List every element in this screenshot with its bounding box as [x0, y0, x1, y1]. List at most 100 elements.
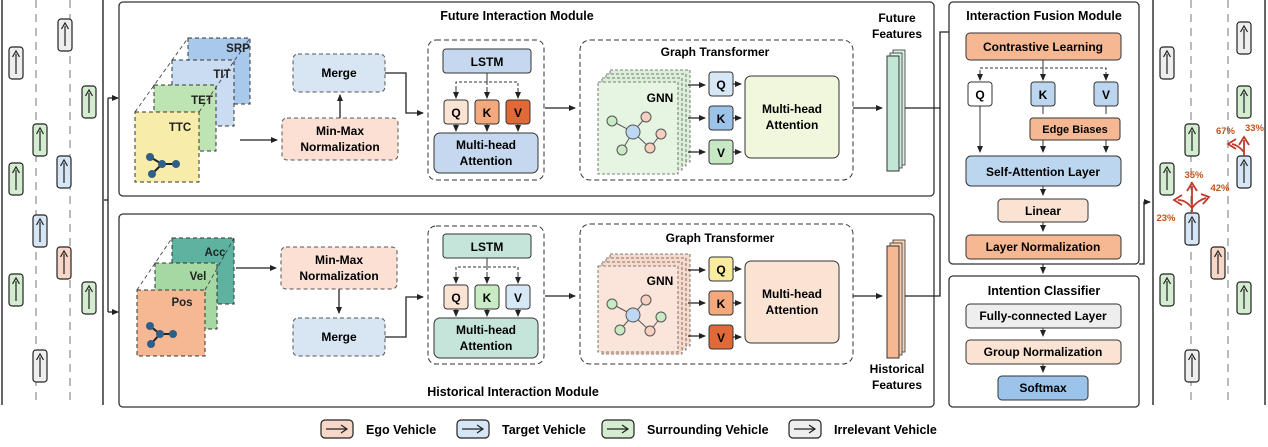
vehicle-irrelevant: [1159, 46, 1175, 80]
vehicle-surrounding: [1159, 273, 1175, 307]
gt-k-label: K: [717, 112, 726, 126]
prob-label: 42%: [1210, 183, 1230, 194]
legend-label-target: Target Vehicle: [502, 423, 586, 437]
future-features-label: Features: [872, 27, 922, 41]
vehicle-surrounding: [1159, 162, 1175, 196]
layer-norm-label: Layer Normalization: [986, 240, 1101, 254]
legend-item-ego: Ego Vehicle: [320, 419, 436, 439]
vehicle-target: [1236, 155, 1252, 189]
minmax-label: Normalization: [300, 140, 379, 154]
legend: Ego Vehicle Target Vehicle Surrounding V…: [320, 419, 937, 439]
lstm-label: LSTM: [471, 55, 504, 69]
vehicle-target: [56, 155, 72, 189]
gt-mha-label: Multi-head: [762, 102, 822, 116]
vehicle-target: [1184, 212, 1200, 246]
self-attention-label: Self-Attention Layer: [986, 165, 1100, 179]
feature-label-srp: SRP: [226, 43, 250, 55]
intention-classifier: Intention Classifier Fully-connected Lay…: [948, 275, 1140, 408]
future-features-label: Future: [878, 11, 916, 25]
mha-label: Attention: [460, 339, 513, 353]
vehicle-ego: [1210, 246, 1226, 280]
lstm-label: LSTM: [471, 240, 504, 254]
linear-label: Linear: [1025, 204, 1061, 218]
fc-layer-label: Fully-connected Layer: [979, 309, 1107, 323]
historical-features-label: Features: [872, 378, 922, 392]
gt-q-label: Q: [716, 263, 725, 277]
gt-q-label: Q: [716, 78, 725, 92]
left-road-scene: [1, 0, 104, 405]
prob-label: 35%: [1184, 170, 1204, 181]
contrastive-learning-label: Contrastive Learning: [983, 40, 1103, 54]
merge-box: [292, 53, 386, 93]
historical-features-tensor: [886, 239, 906, 359]
legend-label-surrounding: Surrounding Vehicle: [647, 423, 769, 437]
gt-mha-label: Multi-head: [762, 287, 822, 301]
vehicle-irrelevant: [57, 18, 73, 52]
vehicle-surrounding: [8, 273, 24, 307]
right-road-scene: 67% 33% 35% 42% 23%: [1152, 0, 1266, 405]
historical-interaction-module: Historical Interaction Module Acc Vel Po…: [118, 213, 935, 408]
k-label: K: [483, 291, 492, 305]
prob-label: 23%: [1156, 213, 1176, 224]
edge-biases-label: Edge Biases: [1042, 124, 1107, 136]
vehicle-surrounding: [8, 162, 24, 196]
q-label: Q: [451, 291, 460, 305]
graph-icon: [146, 153, 180, 178]
future-interaction-module: Future Interaction Module SRP TIT TET TT…: [118, 1, 935, 197]
historical-module-title: Historical Interaction Module: [427, 385, 599, 399]
gnn-label: GNN: [647, 91, 674, 105]
edge-biases-box: [1029, 117, 1121, 141]
merge-box: [292, 317, 386, 357]
gt-mha-box: [744, 260, 840, 344]
gt-k-label: K: [717, 297, 726, 311]
gt-mha-box: [744, 75, 840, 159]
fusion-q-label: Q: [975, 88, 984, 102]
feature-label-ttc: TTC: [169, 122, 191, 134]
mha-box: [433, 132, 539, 174]
feature-label-acc: Acc: [204, 247, 226, 259]
vehicle-ego: [56, 246, 72, 280]
mha-label: Attention: [460, 154, 513, 168]
softmax-box: [997, 375, 1089, 401]
legend-label-irrelevant: Irrelevant Vehicle: [834, 423, 937, 437]
feature-label-tet: TET: [191, 95, 213, 107]
group-norm-label: Group Normalization: [984, 345, 1103, 359]
mha-label: Multi-head: [456, 138, 516, 152]
mha-box: [433, 317, 539, 359]
merge-label: Merge: [321, 330, 357, 344]
mha-label: Multi-head: [456, 323, 516, 337]
legend-label-ego: Ego Vehicle: [366, 423, 436, 437]
vehicle-irrelevant: [1184, 349, 1200, 383]
minmax-label: Min-Max: [315, 253, 363, 267]
gt-v-label: V: [717, 146, 725, 160]
vehicle-irrelevant: [32, 349, 48, 383]
graph-icon: [146, 322, 177, 348]
fusion-v-label: V: [1102, 88, 1110, 102]
prob-label: 67%: [1216, 126, 1236, 137]
gt-v-label: V: [717, 331, 725, 345]
q-label: Q: [451, 106, 460, 120]
vehicle-surrounding: [32, 123, 48, 157]
minmax-label: Min-Max: [316, 124, 364, 138]
merge-label: Merge: [321, 66, 357, 80]
vehicle-irrelevant: [1236, 21, 1252, 55]
feature-label-vel: Vel: [190, 271, 207, 283]
feature-label-tit: TIT: [213, 69, 230, 81]
v-label: V: [514, 291, 522, 305]
vehicle-surrounding: [81, 281, 97, 315]
gnn-graph-icon: [606, 294, 667, 337]
minmax-label: Normalization: [299, 269, 378, 283]
fusion-k-label: K: [1039, 88, 1048, 102]
interaction-fusion-module: Interaction Fusion Module Contrastive Le…: [948, 1, 1140, 265]
feature-label-pos: Pos: [171, 297, 192, 309]
vehicle-surrounding: [1236, 85, 1252, 119]
k-label: K: [483, 106, 492, 120]
legend-item-target: Target Vehicle: [456, 419, 586, 439]
prob-label: 33%: [1245, 123, 1265, 134]
gt-mha-label: Attention: [766, 118, 819, 132]
historical-feature-stack: Acc Vel Pos: [136, 237, 235, 357]
legend-item-surrounding: Surrounding Vehicle: [601, 419, 769, 439]
gt-mha-label: Attention: [766, 303, 819, 317]
historical-features-label: Historical: [870, 362, 925, 376]
